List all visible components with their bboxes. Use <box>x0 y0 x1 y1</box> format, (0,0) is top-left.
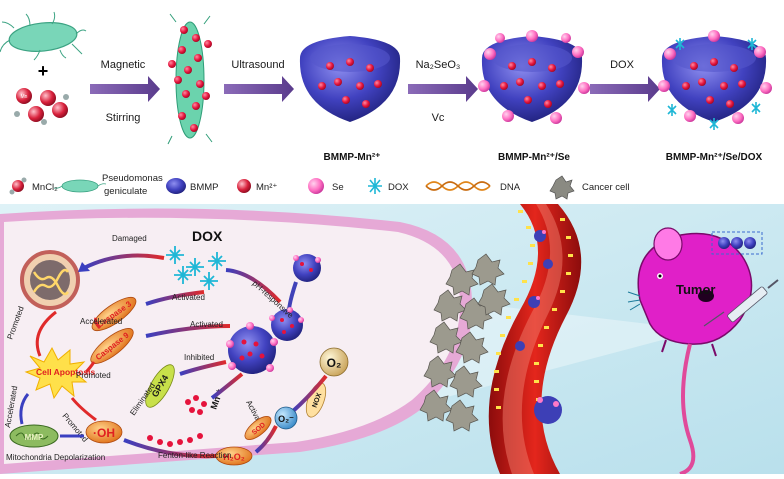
legend-bmmp-icon <box>166 178 186 194</box>
legend-se-label: Se <box>332 182 344 193</box>
legend-mn2-icon <box>237 179 251 193</box>
syringe-icon <box>703 279 779 327</box>
caspase3-capsule <box>91 296 137 332</box>
h2o2-label: H₂O₂ <box>223 452 245 462</box>
mito-label: Mitochondria Depolarization <box>6 453 105 462</box>
fenton-label: Fenton-like Reaction <box>158 451 231 460</box>
pseudomonas-bacterium-icon <box>0 11 87 61</box>
ph-responsive-arrow <box>225 268 282 304</box>
mmp-label: MMP <box>25 433 44 442</box>
oh-label: ·OH <box>93 426 115 440</box>
sod-capsule <box>244 416 272 440</box>
legend-pseudomonas-icon <box>53 179 107 193</box>
cancer-cells-cluster <box>419 253 511 432</box>
mouse-icon <box>627 227 753 476</box>
o2-label: O₂ <box>327 356 342 370</box>
cell-apoptosis-label: Cell Apoptosis <box>36 367 95 377</box>
product1-label: BMMP-Mn²⁺ <box>324 152 381 163</box>
o2-molecule <box>319 347 349 377</box>
mn-badge-label: Mn <box>21 94 28 100</box>
caspase-accelerated-arrow <box>94 317 102 330</box>
damaged-arrow <box>83 253 165 270</box>
nanoparticle-in-cell <box>269 307 304 341</box>
dox-label: DOX <box>192 228 223 244</box>
product2-label: BMMP-Mn²⁺/Se <box>498 152 570 163</box>
promoted-arrow-1 <box>35 310 57 357</box>
promoted-label-2: Promoted <box>76 371 111 380</box>
arrow3-label-bottom: Vc <box>432 112 445 124</box>
legend-pseudomonas-label-2: geniculate <box>104 186 147 197</box>
plus-sign: + <box>38 61 49 81</box>
o2-radical-label: O₂⁻ <box>278 414 294 424</box>
legend-se-icon <box>308 178 324 194</box>
bmmp-mn-se-particle <box>478 30 590 124</box>
caspase9-capsule <box>90 328 134 364</box>
mn-chain <box>147 433 203 447</box>
bmmp-mn-particle <box>299 36 401 122</box>
gpx4-capsule <box>145 364 175 408</box>
caspase9-activated-arrow <box>145 324 231 338</box>
arrow4-label-top: DOX <box>610 59 635 71</box>
dox-cluster-icon <box>166 246 226 290</box>
blood-vessel <box>488 204 582 474</box>
nanoparticle-entering <box>293 254 321 282</box>
tumor-label: Tumor <box>676 282 715 297</box>
legend-mncl2-icon <box>9 177 27 195</box>
synthesis-arrow-4 <box>590 76 660 102</box>
synthesis-arrow-3 <box>408 76 478 102</box>
legend-mncl2-label: MnCl₂ <box>32 182 58 193</box>
synthesis-arrow-2 <box>224 76 294 102</box>
legend-cancer-cell-label: Cancer cell <box>582 182 630 193</box>
mn-release-arrow <box>210 372 244 400</box>
accelerated-arrow-2 <box>19 393 30 425</box>
arrow1-label-bottom: Stirring <box>106 112 141 124</box>
legend-pseudomonas-label-1: Pseudomonas <box>102 173 163 184</box>
legend-dna-label: DNA <box>500 182 521 193</box>
fenton-arrow <box>123 438 217 459</box>
mn-ions-cluster <box>185 395 207 415</box>
arrow1-label-top: Magnetic <box>101 59 146 71</box>
magnetized-bacterium-icon <box>167 13 213 145</box>
arrow2-label-top: Ultrasound <box>231 59 284 71</box>
o2-to-radical-arrow <box>290 374 328 414</box>
hydroxyl-radical <box>85 420 123 444</box>
promoted-arrow-3 <box>70 397 97 422</box>
legend-bmmp-label: BMMP <box>190 182 219 193</box>
mitochondria-icon <box>9 424 59 448</box>
legend-cancer-cell-icon <box>549 175 575 200</box>
legend-mn2-label: Mn²⁺ <box>256 182 277 193</box>
central-nanoparticle <box>226 322 278 374</box>
gpx4-inhibited-arrow <box>179 360 227 376</box>
legend-dna-icon <box>425 181 491 191</box>
legend-dox-icon <box>368 178 382 194</box>
caspase3-activated-arrow <box>145 290 205 306</box>
nox-label: NOX <box>312 392 324 409</box>
inhibited-label: Inhibited <box>184 353 214 362</box>
promoted-arrow-2 <box>84 361 96 374</box>
mncl2-cluster-icon <box>14 88 69 125</box>
cell-apoptosis-star <box>24 346 88 400</box>
nucleus-icon <box>20 250 80 310</box>
legend: MnCl₂ Pseudomonas geniculate BMMP Mn²⁺ S… <box>9 173 630 200</box>
accelerated-label-1: Accelerated <box>80 317 122 326</box>
superoxide-radical <box>274 406 298 430</box>
radical-to-h2o2-arrow <box>254 425 278 454</box>
product3-label: BMMP-Mn²⁺/Se/DOX <box>666 152 763 163</box>
legend-dox-label: DOX <box>388 182 409 193</box>
arrow3-label-top: Na₂SeO₃ <box>416 59 461 71</box>
synthesis-arrow-1 <box>90 76 160 102</box>
damaged-label: Damaged <box>112 234 147 243</box>
activated-label-2: Activated <box>190 320 223 329</box>
nanoparticle-inset <box>711 231 763 255</box>
damaged-arrow-head <box>78 262 90 272</box>
bmmp-mn-se-dox-particle <box>658 30 772 130</box>
activated-label-1: Activated <box>172 293 205 302</box>
